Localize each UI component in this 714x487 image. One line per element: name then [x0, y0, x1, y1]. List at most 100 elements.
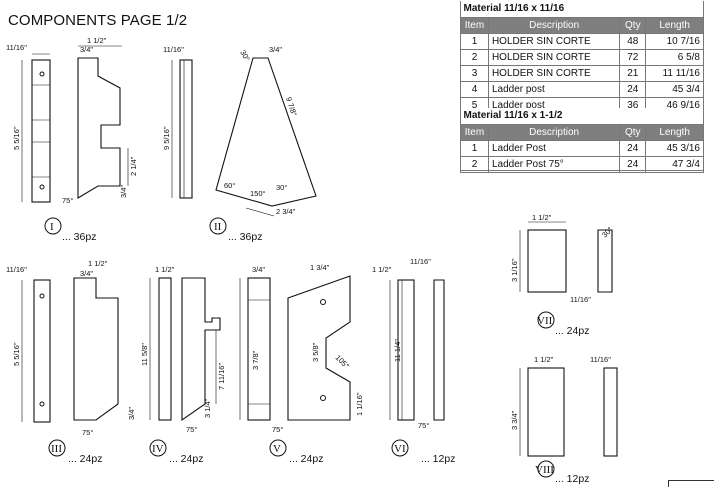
- dim-label: 1 1/2": [87, 36, 107, 45]
- table-row: 2 Ladder Post 75° 24 47 3/4: [460, 155, 704, 173]
- component-number: II: [214, 221, 222, 233]
- component-qty: ... 24pz: [68, 453, 102, 465]
- component-iv-drawing: 1 1/2" 11 5/8" 7 11/16" 3 1/4" 75° IV ..…: [140, 265, 226, 465]
- dim-label: 3/4": [119, 185, 128, 198]
- roman-badge: [149, 439, 167, 457]
- component-vii-front-view: [527, 229, 567, 293]
- component-qty: ... 36pz: [228, 231, 262, 243]
- hole-icon: [320, 395, 326, 401]
- component-number: IV: [152, 443, 164, 455]
- dim-label: 1 1/2": [372, 265, 392, 274]
- component-number: VI: [394, 443, 406, 455]
- dim-label: 7 11/16": [217, 363, 226, 390]
- component-qty: ... 12pz: [555, 473, 589, 485]
- dim-label: 11/16": [590, 355, 611, 364]
- dim-label: 75°: [272, 425, 283, 434]
- dim-label: 3/4": [269, 45, 282, 54]
- component-vi-front-view: [433, 279, 445, 421]
- dim-label: 3/4": [80, 45, 93, 54]
- dim-label: 2 1/4": [129, 156, 138, 176]
- table-row: 1 Ladder Post 24 45 3/16: [460, 139, 704, 157]
- dim-label: 2 3/4": [276, 207, 296, 216]
- dim-label: 1 1/2": [532, 213, 552, 222]
- table-row: 2 HOLDER SIN CORTE 72 6 5/8: [460, 48, 704, 66]
- component-ii-side-view: [179, 59, 193, 199]
- dim-label: 3 7/8": [251, 350, 260, 370]
- dim-label: 1 1/2": [88, 259, 108, 268]
- dim-label: 3 1/16": [510, 258, 519, 282]
- roman-badge: [48, 439, 66, 457]
- col-header-description: Description: [487, 123, 621, 141]
- component-qty: ... 24pz: [289, 453, 323, 465]
- component-iv-side-view: [158, 277, 172, 421]
- dim-label: 105°: [334, 353, 351, 370]
- roman-badge: [537, 311, 555, 329]
- dim-label: 9 5/16": [162, 126, 171, 150]
- dim-label: 11/16": [6, 43, 27, 52]
- component-iv-front-view: [181, 277, 221, 422]
- dim-label: 150°: [250, 189, 266, 198]
- dim-label: 5 5/16": [12, 126, 21, 150]
- dim-label: 75°: [62, 196, 73, 205]
- dim-label: 30°: [238, 49, 251, 63]
- material-table-11-16x1-1-2: Material 11/16 x 1-1/2 Item Description …: [460, 108, 704, 173]
- table-title: Material 11/16 x 11/16: [460, 1, 704, 18]
- component-iii-front-view: [73, 277, 119, 421]
- dim-label: 11 1/4": [393, 339, 402, 362]
- dim-label: 60°: [224, 181, 235, 190]
- dim-label: 11/16": [570, 295, 591, 304]
- dim-label: 5 5/16": [12, 342, 21, 366]
- roman-badge: [391, 439, 409, 457]
- hole-icon: [320, 299, 326, 305]
- table-row: 1 HOLDER SIN CORTE 48 10 7/16: [460, 32, 704, 50]
- dim-label: 11/16": [163, 45, 184, 54]
- component-i-front-view: [77, 57, 121, 199]
- component-i-side-view: [31, 59, 51, 203]
- component-number: I: [50, 221, 54, 233]
- material-table-11-16: Material 11/16 x 11/16 Item Description …: [460, 1, 704, 114]
- dim-label: 11/16": [6, 265, 27, 274]
- dim-label: 1 3/4": [310, 263, 330, 272]
- dim-label: 30°: [276, 183, 287, 192]
- component-i-drawing: 11/16" 5 5/16" 1 1/2" 3/4" 2 1/4" 3/4" 7…: [6, 36, 138, 243]
- dim-label: 11/16": [410, 257, 431, 266]
- dim-label: 75°: [82, 428, 93, 437]
- component-qty: ... 12pz: [421, 453, 455, 465]
- component-viii-drawing: 1 1/2" 3 3/4" 11/16" VIII ... 12pz: [510, 355, 618, 485]
- component-number: VII: [537, 315, 553, 327]
- component-number: VIII: [535, 464, 554, 476]
- component-vii-side-view: [597, 229, 613, 293]
- component-v-drawing: 3/4" 3 7/8" 1 3/4" 3 5/8" 105° 1 1/16" 7…: [239, 263, 364, 465]
- col-header-item: Item: [460, 123, 489, 141]
- dim-label: 3 5/8": [311, 342, 320, 362]
- page-title: COMPONENTS PAGE 1/2: [8, 12, 188, 29]
- roman-badge: [537, 460, 555, 478]
- component-qty: ... 24pz: [169, 453, 203, 465]
- dim-label: 3/4": [80, 269, 93, 278]
- dim-label: 3/4": [127, 407, 136, 420]
- col-header-length: Length: [645, 123, 704, 141]
- dim-label: 1 1/2": [155, 265, 175, 274]
- component-v-front-view: [287, 275, 351, 421]
- component-ii-drawing: 11/16" 9 5/16" 3/4" 30° 9 7/8" 60° 150° …: [162, 45, 317, 243]
- table-row: 3 HOLDER SIN CORTE 21 11 11/16: [460, 64, 704, 82]
- hole-icon: [39, 71, 45, 77]
- dim-label: 1 1/2": [534, 355, 554, 364]
- component-vi-drawing: 1 1/2" 11 1/4" 11/16" 75° VI ... 12pz: [372, 257, 455, 465]
- roman-badge: [44, 217, 62, 235]
- cell-description: Ladder Post 75°: [487, 155, 621, 173]
- component-ii-front-view: [215, 57, 317, 207]
- col-header-item: Item: [460, 16, 489, 34]
- hole-icon: [39, 401, 45, 407]
- cell-qty: 24: [619, 155, 647, 173]
- roman-badge: [209, 217, 227, 235]
- roman-badge: [269, 439, 287, 457]
- component-qty: ... 24pz: [555, 325, 589, 337]
- dim-label: 75°: [186, 425, 197, 434]
- dim-label: 3/4": [252, 265, 265, 274]
- component-v-side-view: [247, 277, 271, 421]
- dim-label: 11 5/8": [140, 343, 149, 366]
- cell-length: 47 3/4: [645, 155, 704, 173]
- dim-label: 3 1/4": [203, 398, 212, 418]
